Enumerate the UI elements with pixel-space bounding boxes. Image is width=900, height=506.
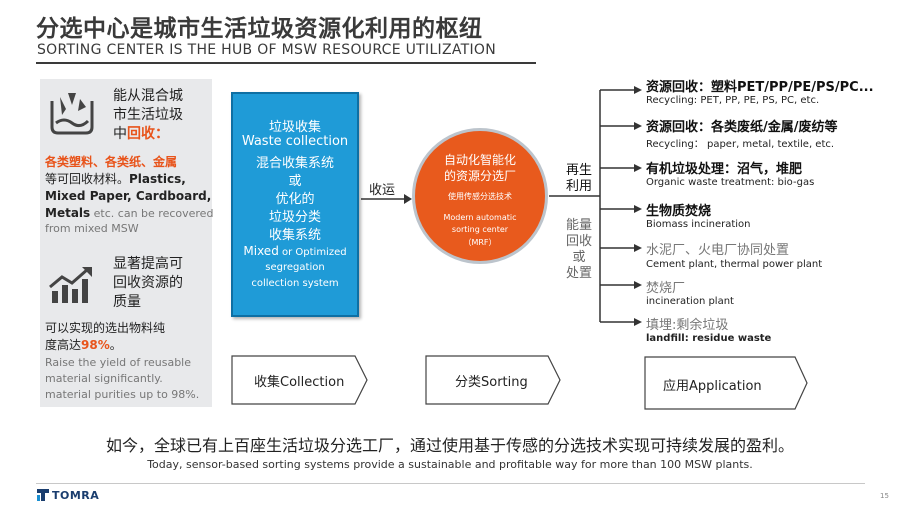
summary-cn: 如今，全球已有上百座生活垃圾分选工厂，通过使用基于传感的分选技术实现可持续发展的… <box>105 436 794 455</box>
outcome-4-cn: 生物质焚烧 <box>646 204 712 219</box>
sorting-center-circle: 自动化智能化 的资源分选厂 使用传感分选技术 Modern automatic … <box>412 128 548 264</box>
mixed-en: Mixed or Optimized <box>233 244 357 258</box>
outcome-2-en: Recycling： paper, metal, textile, etc. <box>646 139 835 150</box>
circle-en-line3: （MRF） <box>463 238 497 247</box>
segregation-en: segregation <box>265 262 325 273</box>
energy-label-line2: 回收 <box>566 234 593 249</box>
energy-recovery-label: 能量 回收 或 处置 <box>566 218 592 282</box>
recycle-label-line2: 利用 <box>566 179 593 194</box>
outcome-1-cn: 资源回收：塑料PET/PP/PE/PS/PC... <box>646 80 874 95</box>
tomra-logo-text: TOMRA <box>52 489 100 502</box>
outcome-2-cn: 资源回收：各类废纸/金属/废纺等 <box>646 120 838 135</box>
mixed-word: Mixed <box>243 244 279 258</box>
outcome-3-en: Organic waste treatment: bio-gas <box>646 177 815 188</box>
step-collection: 收集Collection <box>254 375 345 390</box>
energy-label-line4: 处置 <box>566 266 593 281</box>
outcome-7-en: landfill: residue waste <box>646 333 772 344</box>
circle-title-line1: 自动化智能化 <box>443 153 516 167</box>
collection-en: Waste collection <box>241 134 349 149</box>
quality-heading-line1: 显著提高可 <box>113 256 183 272</box>
recover-text-line2: Mixed Paper, Cardboard, <box>45 189 212 203</box>
purity-text-prefix: 度高达 <box>45 338 82 352</box>
recover-text-cn: 等可回收材料。 <box>45 172 130 186</box>
step-application: 应用Application <box>663 379 762 394</box>
energy-label-line1: 能量 <box>566 218 593 233</box>
info-panel: 能从混合城 市生活垃圾 中回收： 各类塑料、各类纸、金属 等可回收材料。Plas… <box>40 79 213 407</box>
recycle-hands-icon <box>50 93 94 135</box>
outcome-5-cn: 水泥厂、火电厂协同处置 <box>646 243 790 258</box>
outcome-1-en: Recycling: PET, PP, PE, PS, PC, etc. <box>646 95 820 106</box>
segregation-cn: 垃圾分类 <box>268 210 321 225</box>
page-title: 分选中心是城市生活垃圾资源化利用的枢纽 <box>36 16 483 42</box>
outcome-7-cn: 填埋:剩余垃圾 <box>646 318 729 333</box>
recover-text-metals: Metals <box>45 206 91 220</box>
circle-en-line1: Modern automatic <box>443 213 517 222</box>
purity-text-suffix: 。 <box>109 338 122 352</box>
recover-heading-highlight: 回收： <box>127 126 169 142</box>
purity-value: 98% <box>81 338 110 352</box>
collection-system-cn: 收集系统 <box>268 228 321 243</box>
transport-label: 收运 <box>369 183 396 198</box>
recover-materials-highlight: 各类塑料、各类纸、金属 <box>45 155 178 169</box>
waste-collection-box: 垃圾收集 Waste collection 混合收集系统 或 优化的 垃圾分类 … <box>231 92 359 317</box>
optimized-cn: 优化的 <box>275 192 315 207</box>
page-number: 15 <box>880 492 889 500</box>
circle-title-line2: 的资源分选厂 <box>443 169 516 183</box>
energy-label-line3: 或 <box>572 250 586 265</box>
recover-text-line4: from mixed MSW <box>45 222 139 235</box>
tomra-logo-icon <box>37 489 49 501</box>
recycle-label-line1: 再生 <box>566 163 593 178</box>
purity-text-line2: 度高达98%。 <box>45 338 122 352</box>
outcome-5-en: Cement plant, thermal power plant <box>646 259 823 270</box>
recover-text-en-start: Plastics, <box>129 172 186 186</box>
footer-divider <box>36 483 865 484</box>
outcome-6-cn: 焚烧厂 <box>646 281 686 296</box>
recover-text-line1: 等可回收材料。Plastics, <box>45 172 186 186</box>
growth-chart-icon <box>49 267 92 303</box>
outcome-3-cn: 有机垃圾处理：沼气，堆肥 <box>646 162 803 177</box>
recover-heading-line1: 能从混合城 <box>113 88 183 104</box>
mixed-system-cn: 混合收集系统 <box>255 156 334 171</box>
page-subtitle: SORTING CENTER IS THE HUB OF MSW RESOURC… <box>37 42 497 58</box>
purity-en-line3: material purities up to 98%. <box>45 388 200 401</box>
outcome-4-en: Biomass incineration <box>646 219 751 230</box>
step-sorting: 分类Sorting <box>455 375 528 390</box>
or-cn: 或 <box>288 174 302 189</box>
circle-sensor-tech: 使用传感分选技术 <box>448 192 512 201</box>
outcome-6-en: incineration plant <box>646 296 734 307</box>
recover-heading-line2: 市生活垃圾 <box>113 107 183 123</box>
purity-en-line2: material significantly. <box>45 372 163 385</box>
recover-text-line3: Metals etc. can be recovered <box>45 206 213 221</box>
circle-en-line2: sorting center <box>451 225 509 234</box>
collection-cn: 垃圾收集 <box>268 120 321 135</box>
summary-en: Today, sensor-based sorting systems prov… <box>147 458 753 471</box>
purity-text-line1: 可以实现的选出物料纯 <box>45 321 166 335</box>
collection-system-en: collection system <box>251 278 339 289</box>
quality-heading-line3: 质量 <box>113 294 141 310</box>
recover-text-rest: etc. can be recovered <box>90 207 214 220</box>
recover-heading-line3: 中回收： <box>113 125 169 143</box>
purity-en-line1: Raise the yield of reusable <box>45 356 192 369</box>
optimized-en: or Optimized <box>278 247 347 258</box>
recycle-label: 再生 利用 <box>566 163 592 195</box>
recover-heading-prefix: 中 <box>113 126 127 142</box>
quality-heading-line2: 回收资源的 <box>113 275 183 291</box>
title-divider <box>36 62 536 64</box>
